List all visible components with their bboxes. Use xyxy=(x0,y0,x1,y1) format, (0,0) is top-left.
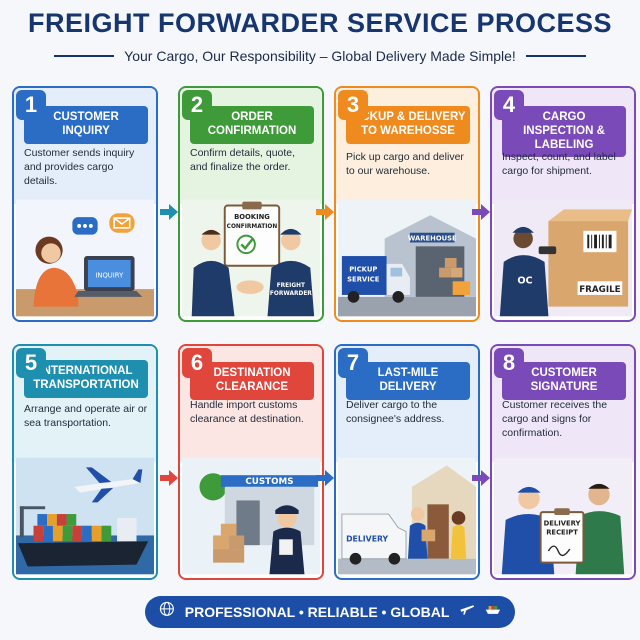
scene-text: WAREHOUSE xyxy=(408,235,457,243)
footer-tagline: PROFESSIONAL • RELIABLE • GLOBAL xyxy=(184,604,450,620)
transport-illustration xyxy=(16,456,154,576)
step-number-badge: 1 xyxy=(16,90,46,120)
step-card-3: PICKUP & DELIVERY TO WAREHOSSE Pick up c… xyxy=(334,86,480,322)
ship-icon xyxy=(485,601,501,623)
scene-text: FRAGILE xyxy=(579,285,620,295)
order-confirmation-illustration: BOOKING CONFIRMATION FREIGHT FORWARDER xyxy=(182,198,320,318)
step-card-7: LAST-MILE DELIVERY Deliver cargo to the … xyxy=(334,344,480,580)
step-card-1: CUSTOMER INQUIRY Customer sends inquiry … xyxy=(12,86,158,322)
step-number-badge: 2 xyxy=(182,90,212,120)
step-card-8: CUSTOMER SIGNATURE Customer receives the… xyxy=(490,344,636,580)
scene-text: CONFIRMATION xyxy=(227,224,278,230)
step-card-2: ORDER CONFIRMATION Confirm details, quot… xyxy=(178,86,324,322)
scene-text: OC xyxy=(517,275,532,286)
scene-text: BOOKING xyxy=(234,213,270,221)
step-number-badge: 3 xyxy=(338,90,368,120)
step-card-5: INTERNATIONAL TRANSPORTATION Arrange and… xyxy=(12,344,158,580)
flow-arrow-3-4 xyxy=(472,204,490,220)
step-number-badge: 4 xyxy=(494,90,524,120)
divider-left xyxy=(54,55,115,57)
airplane-icon xyxy=(459,601,475,623)
inquiry-illustration: INQUIRY xyxy=(16,198,154,318)
step-description: Inspect, count, and label cargo for ship… xyxy=(502,151,616,178)
step-description: Confirm details, quote, and finalize the… xyxy=(190,147,296,174)
scene-text: INQUIRY xyxy=(95,271,124,279)
step-description: Handle import customs clearance at desti… xyxy=(190,399,304,426)
footer-banner: PROFESSIONAL • RELIABLE • GLOBAL xyxy=(145,596,515,628)
page-title: FREIGHT FORWARDER SERVICE PROCESS xyxy=(27,8,613,38)
scene-text: DELIVERY xyxy=(544,520,581,528)
flow-arrow-1-2 xyxy=(160,204,178,220)
flow-arrow-2-3 xyxy=(316,204,334,220)
step-description: Customer sends inquiry and provides carg… xyxy=(24,147,135,188)
page-subtitle: Your Cargo, Our Responsibility – Global … xyxy=(124,48,516,64)
scene-text: CUSTOMS xyxy=(245,477,293,487)
pickup-illustration: WAREHOUSE PICKUP SERVICE xyxy=(338,198,476,318)
signature-illustration: DELIVERY RECEIPT xyxy=(494,456,632,576)
subtitle-row: Your Cargo, Our Responsibility – Global … xyxy=(0,46,640,66)
divider-right xyxy=(525,55,586,57)
flow-arrow-6-7 xyxy=(316,470,334,486)
step-number-badge: 7 xyxy=(338,348,368,378)
step-card-6: DESTINATION CLEARANCE Handle import cust… xyxy=(178,344,324,580)
step-description: Arrange and operate air or sea transport… xyxy=(24,403,148,430)
step-card-4: CARGO INSPECTION & LABELING Inspect, cou… xyxy=(490,86,636,322)
flow-arrow-5-6 xyxy=(160,470,178,486)
step-number-badge: 8 xyxy=(494,348,524,378)
step-description: Customer receives the cargo and signs fo… xyxy=(502,399,608,440)
customs-illustration: CUSTOMS xyxy=(182,456,320,576)
scene-text: SERVICE xyxy=(347,275,380,283)
step-description: Pick up cargo and deliver to our warehou… xyxy=(346,151,464,178)
globe-icon xyxy=(159,601,175,623)
step-description: Deliver cargo to the consignee's address… xyxy=(346,399,445,426)
step-number-badge: 5 xyxy=(16,348,46,378)
scene-text: RECEIPT xyxy=(546,528,578,536)
scene-text: FREIGHT xyxy=(277,283,305,289)
scene-text: FORWARDER xyxy=(270,291,312,297)
step-number-badge: 6 xyxy=(182,348,212,378)
delivery-illustration: DELIVERY xyxy=(338,456,476,576)
scene-text: PICKUP xyxy=(349,266,377,274)
flow-arrow-7-8 xyxy=(472,470,490,486)
inspection-illustration: FRAGILE OC xyxy=(494,198,632,318)
scene-text: DELIVERY xyxy=(346,534,388,543)
